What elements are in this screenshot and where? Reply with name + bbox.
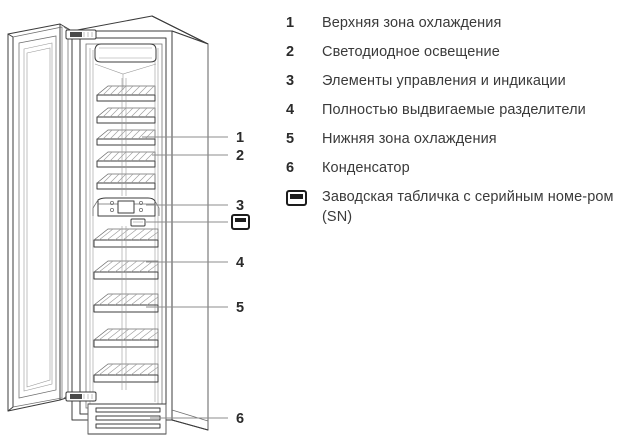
- legend-item-2: 2 Светодиодное освещение: [286, 43, 622, 63]
- control-panel[interactable]: [92, 197, 160, 217]
- appliance-diagram: .ln{fill:none;stroke:#3c3c3c;stroke-widt…: [7, 15, 250, 435]
- callout-number-3: 3: [236, 198, 244, 214]
- nameplate-label: [130, 218, 146, 227]
- legend-text-3: Элементы управления и индикации: [322, 73, 566, 89]
- indicator-dot: [139, 208, 143, 212]
- legend-text-1: Верхняя зона охлаждения: [322, 15, 502, 31]
- callout-number-2: 2: [236, 148, 244, 164]
- hinge-bottom: [65, 391, 97, 402]
- upper-shelves: [96, 78, 156, 196]
- callout-leaders: [142, 136, 228, 419]
- legend-item-1: 1 Верхняя зона охлаждения: [286, 14, 622, 34]
- callout-numbers: 1 2 3 4 5 6: [231, 130, 250, 427]
- legend-text-6: Конденсатор: [322, 160, 410, 176]
- legend-text-5: Нижняя зона охлаждения: [322, 131, 497, 147]
- display-window[interactable]: [117, 200, 135, 214]
- indicator-dot: [139, 201, 143, 205]
- legend-text-nameplate: Заводская табличка с серийным номе-ром (…: [322, 189, 614, 225]
- legend-key-3: 3: [286, 73, 295, 89]
- legend-key-nameplate: [286, 188, 322, 206]
- callout-number-1: 1: [236, 130, 244, 146]
- callout-number-6: 6: [236, 411, 244, 427]
- legend-key-6: 6: [286, 160, 295, 176]
- hinge-top: [65, 29, 97, 40]
- callout-nameplate-icon: [231, 214, 250, 230]
- legend-key-1: 1: [286, 15, 295, 31]
- legend-key-2: 2: [286, 44, 295, 60]
- lower-shelves: [93, 226, 159, 390]
- legend-item-3: 3 Элементы управления и индикации: [286, 72, 622, 92]
- legend-text-2: Светодиодное освещение: [322, 44, 500, 60]
- indicator-dot: [110, 208, 114, 212]
- legend-key-4: 4: [286, 102, 295, 118]
- led-light-strip: [94, 43, 157, 90]
- condenser-grille: [87, 403, 167, 435]
- legend-item-4: 4 Полностью выдвигаемые разделители: [286, 101, 622, 121]
- legend-key-5: 5: [286, 131, 295, 147]
- legend-item-6: 6 Конденсатор: [286, 159, 622, 179]
- door-panel: [7, 23, 73, 412]
- callout-number-4: 4: [236, 255, 244, 271]
- legend-list: 1 Верхняя зона охлаждения 2 Светодиодное…: [286, 14, 622, 237]
- callout-number-5: 5: [236, 300, 244, 316]
- legend-text-4: Полностью выдвигаемые разделители: [322, 102, 586, 118]
- legend-item-nameplate: Заводская табличка с серийным номе-ром (…: [286, 188, 622, 227]
- nameplate-icon: [286, 190, 307, 206]
- legend-item-5: 5 Нижняя зона охлаждения: [286, 130, 622, 150]
- indicator-dot: [110, 201, 114, 205]
